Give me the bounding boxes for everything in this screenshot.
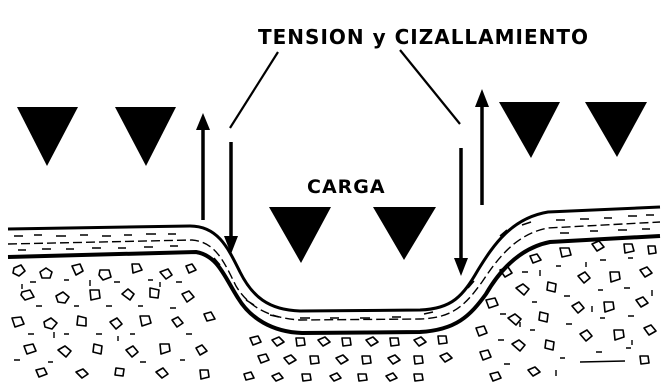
ground-mark [580,361,625,362]
load-triangle-6 [585,102,647,157]
load-label: CARGA [307,176,386,198]
arrow-down-right [454,148,468,276]
tension-shear-label: TENSION y CIZALLAMIENTO [258,25,589,49]
leader-line-left [230,52,278,128]
load-triangle-3 [269,207,331,263]
load-triangle-5 [499,102,560,158]
arrow-up-right [475,89,489,205]
leader-line-right [400,50,460,124]
arrow-up-left [196,113,210,220]
load-triangle-1 [17,107,78,166]
load-triangle-4 [373,207,436,260]
arrow-down-left [224,142,238,254]
aggregate-dashes [14,258,652,376]
load-triangle-2 [115,107,176,166]
